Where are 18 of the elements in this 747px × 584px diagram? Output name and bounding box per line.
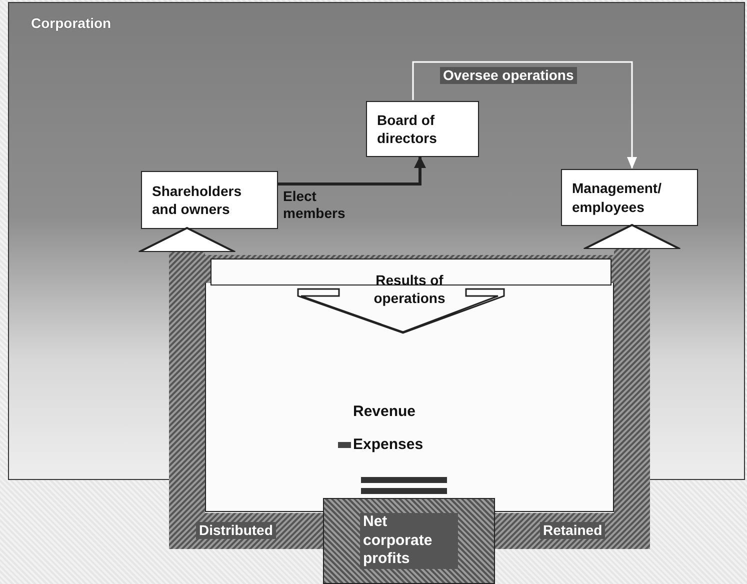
edge-label: Oversee operations (440, 67, 577, 84)
entity-box: Shareholders and owners (141, 171, 278, 229)
panel-title: Corporation (31, 15, 112, 31)
entity-box: Board of directors (366, 101, 479, 157)
flow-arrow (495, 224, 681, 549)
profit-label: Net corporate profits (360, 512, 458, 570)
flow-label: Revenue (353, 403, 416, 420)
arrow (277, 156, 426, 186)
arrow (412, 61, 637, 169)
flow-arrow (138, 227, 323, 549)
entity-box: Management/ employees (561, 169, 698, 226)
profit-box (323, 498, 495, 584)
flow-label: Expenses (353, 436, 424, 453)
results-label: Results of operations (372, 272, 446, 307)
edge-label: Distributed (196, 522, 276, 539)
edge-label: Elect members (283, 188, 346, 222)
edge-label: Retained (540, 522, 606, 539)
results-area (205, 258, 614, 512)
